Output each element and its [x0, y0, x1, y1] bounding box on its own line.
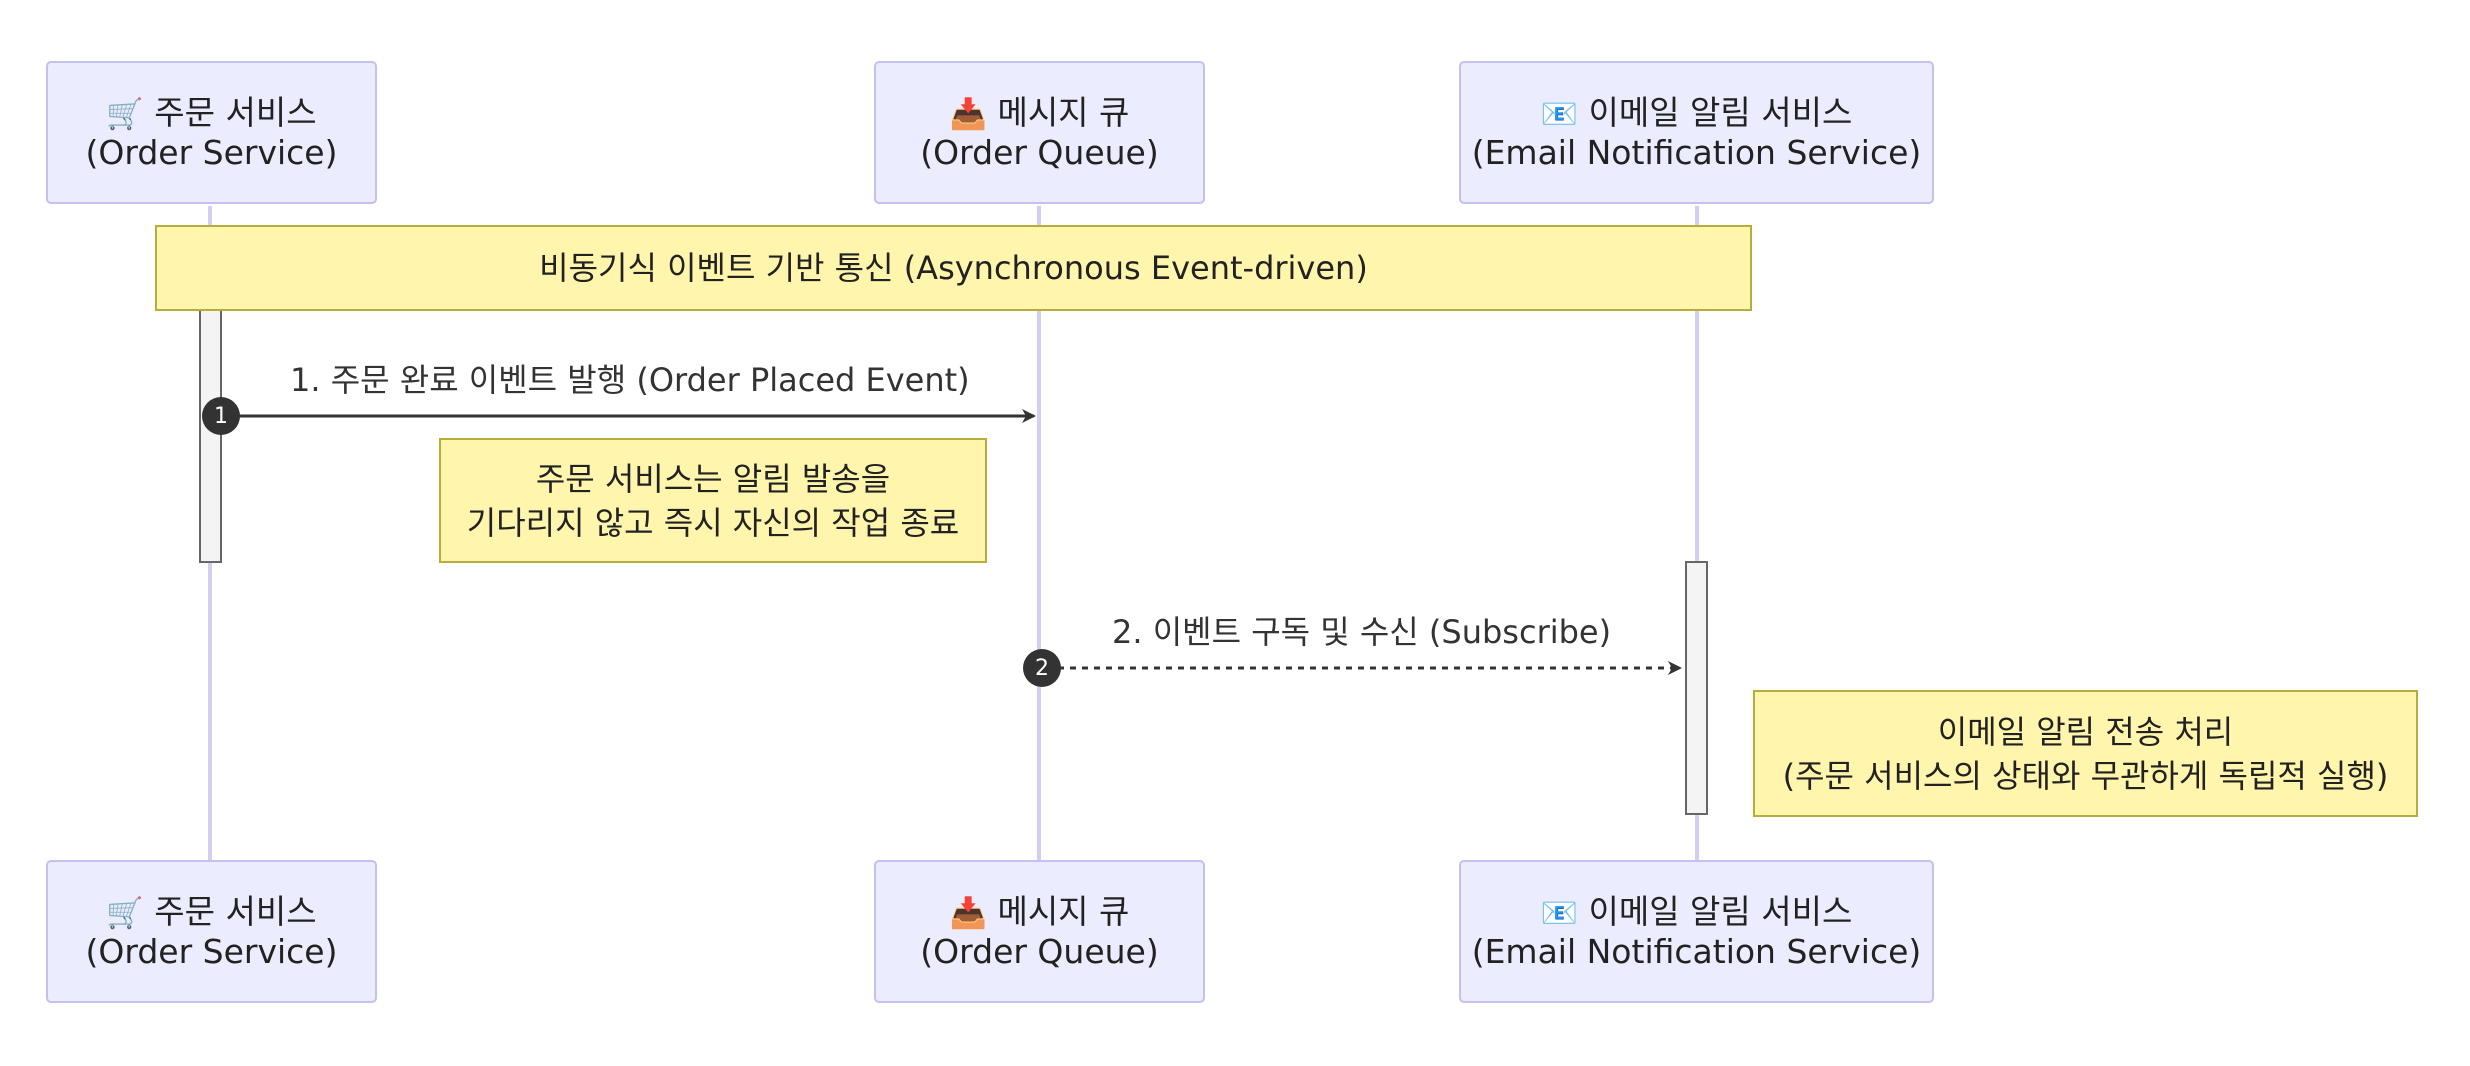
email-icon: 📧	[1540, 96, 1578, 132]
participant-name: 주문 서비스	[154, 891, 317, 931]
message-2-label: 2. 이벤트 구독 및 수신 (Subscribe)	[1112, 613, 1612, 651]
participant-name: 이메일 알림 서비스	[1588, 891, 1853, 931]
activation-email-service	[1685, 561, 1708, 815]
email-icon: 📧	[1540, 895, 1578, 931]
participant-order-service-bottom: 🛒 주문 서비스 (Order Service)	[46, 860, 377, 1003]
activation-order-service	[199, 309, 222, 563]
inbox-tray-icon: 📥	[949, 96, 987, 132]
participant-order-queue-top: 📥 메시지 큐 (Order Queue)	[874, 61, 1205, 204]
participant-subtitle: (Email Notification Service)	[1471, 132, 1922, 172]
message-2-number-badge: 2	[1023, 649, 1061, 687]
participant-subtitle: (Order Queue)	[920, 132, 1159, 172]
inbox-tray-icon: 📥	[949, 895, 987, 931]
note-order-service: 주문 서비스는 알림 발송을 기다리지 않고 즉시 자신의 작업 종료	[439, 438, 987, 563]
participant-email-service-bottom: 📧 이메일 알림 서비스 (Email Notification Service…	[1459, 860, 1934, 1003]
participant-name: 메시지 큐	[997, 92, 1130, 132]
participant-subtitle: (Order Service)	[85, 931, 338, 971]
message-1-number-badge: 1	[202, 397, 240, 435]
participant-name: 이메일 알림 서비스	[1588, 92, 1853, 132]
note-line-2: 기다리지 않고 즉시 자신의 작업 종료	[466, 503, 960, 542]
note-line-1: 이메일 알림 전송 처리	[1937, 712, 2234, 751]
participant-email-service-top: 📧 이메일 알림 서비스 (Email Notification Service…	[1459, 61, 1934, 204]
participant-subtitle: (Email Notification Service)	[1471, 931, 1922, 971]
participant-order-queue-bottom: 📥 메시지 큐 (Order Queue)	[874, 860, 1205, 1003]
participant-order-service-top: 🛒 주문 서비스 (Order Service)	[46, 61, 377, 204]
message-1-label: 1. 주문 완료 이벤트 발행 (Order Placed Event)	[290, 361, 970, 399]
participant-name: 메시지 큐	[997, 891, 1130, 931]
shopping-cart-icon: 🛒	[106, 895, 144, 931]
note-email-service: 이메일 알림 전송 처리 (주문 서비스의 상태와 무관하게 독립적 실행)	[1753, 690, 2418, 817]
shopping-cart-icon: 🛒	[106, 96, 144, 132]
async-banner-note: 비동기식 이벤트 기반 통신 (Asynchronous Event-drive…	[155, 225, 1752, 311]
note-line-1: 주문 서비스는 알림 발송을	[535, 459, 891, 498]
participant-name: 주문 서비스	[154, 92, 317, 132]
note-line-2: (주문 서비스의 상태와 무관하게 독립적 실행)	[1782, 756, 2389, 795]
participant-subtitle: (Order Service)	[85, 132, 338, 172]
banner-text: 비동기식 이벤트 기반 통신 (Asynchronous Event-drive…	[539, 249, 1368, 287]
participant-subtitle: (Order Queue)	[920, 931, 1159, 971]
